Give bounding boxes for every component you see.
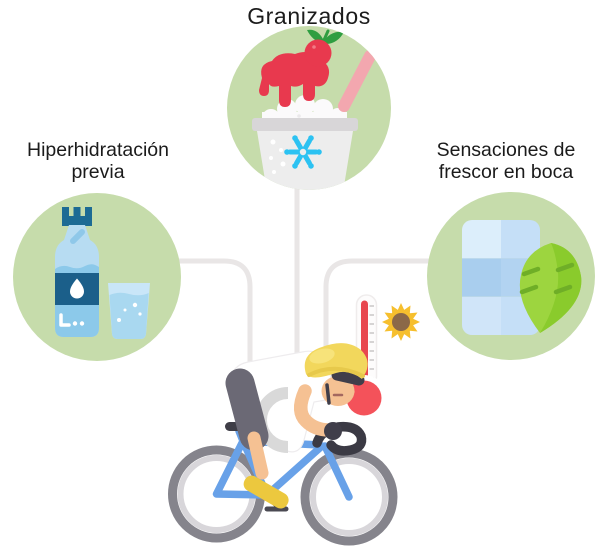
connector-left-center xyxy=(171,258,253,377)
shorts xyxy=(225,368,269,451)
sun-icon xyxy=(382,303,420,341)
arm xyxy=(294,384,336,437)
syrup xyxy=(259,52,330,107)
sunglasses xyxy=(331,369,365,386)
cyclist-illustration xyxy=(168,292,420,546)
leg xyxy=(247,431,269,480)
cup-rim xyxy=(252,118,358,131)
shoe xyxy=(243,475,289,509)
chin-strap xyxy=(325,383,331,405)
thermometer-bulb xyxy=(346,380,382,416)
cup-body xyxy=(257,131,353,190)
helmet-edge xyxy=(307,366,365,378)
node-label-hiperhidratacion: Hiperhidratación previa xyxy=(0,139,196,183)
label-line: previa xyxy=(71,161,125,183)
water-bottle-icon xyxy=(55,207,99,337)
spoon-icon xyxy=(338,50,376,112)
node-circle-frescor xyxy=(427,192,595,360)
strawberry-icon xyxy=(304,29,344,67)
node-label-frescor: Sensaciones de frescor en boca xyxy=(404,139,600,183)
glove xyxy=(324,422,342,440)
water-bottle-and-glass-icon xyxy=(55,207,150,339)
nose xyxy=(343,383,355,400)
node-circle-hiperhidratacion xyxy=(13,193,181,361)
mint-leaf-icon xyxy=(519,243,582,333)
connector-right-center xyxy=(323,258,433,355)
bicycle-icon xyxy=(168,421,398,546)
node-label-granizados: Granizados xyxy=(247,3,371,29)
ice-cube-and-mint-leaf-icon xyxy=(462,220,582,335)
helmet-highlight xyxy=(309,348,335,364)
node-circle-granizados xyxy=(227,26,391,190)
rider-head xyxy=(304,343,368,406)
shaved-ice-cup-icon xyxy=(252,29,376,190)
label-line: Hiperhidratación xyxy=(27,139,169,161)
glass-of-water-icon xyxy=(108,283,150,339)
cyclist-rider xyxy=(225,343,368,509)
label-line: frescor en boca xyxy=(438,161,574,183)
label-line: Sensaciones de xyxy=(436,139,576,161)
